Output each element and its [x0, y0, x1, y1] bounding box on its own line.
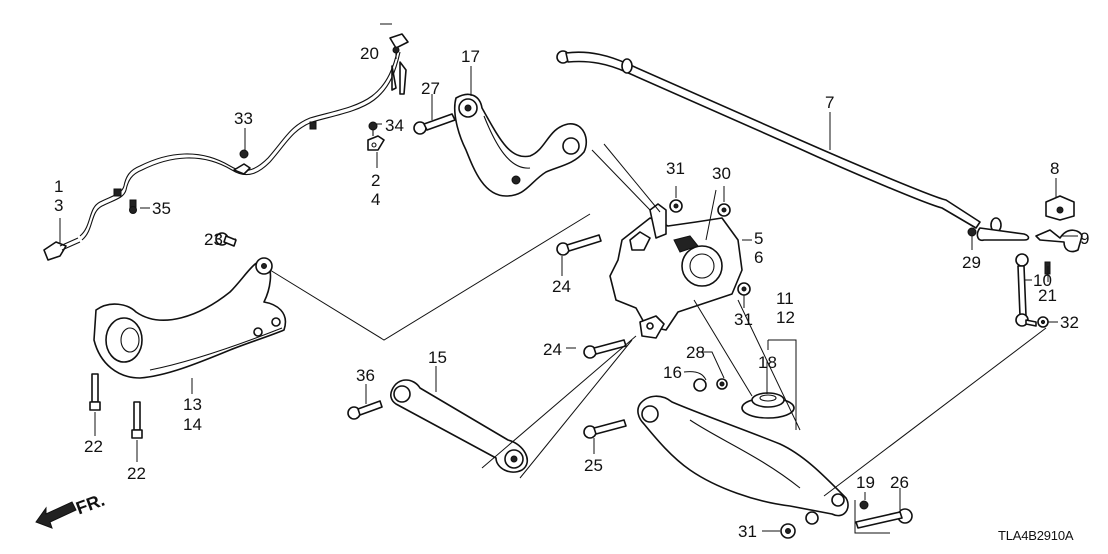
- callout-10[interactable]: 10: [1033, 271, 1052, 290]
- bolt-35[interactable]: [129, 199, 137, 214]
- callout-18[interactable]: 18: [758, 353, 777, 372]
- nut-30[interactable]: [717, 203, 731, 217]
- callout-15[interactable]: 15: [428, 348, 447, 367]
- spring-seat[interactable]: [741, 392, 795, 419]
- nut-19[interactable]: [859, 500, 869, 510]
- callout-22-b[interactable]: 22: [127, 464, 146, 483]
- bolt-24-bottom[interactable]: [583, 339, 627, 359]
- callout-32[interactable]: 32: [1060, 313, 1079, 332]
- washer-16[interactable]: [693, 378, 707, 392]
- callout-24-bottom[interactable]: 24: [543, 340, 562, 359]
- nut-33[interactable]: [239, 149, 249, 159]
- callout-31-top[interactable]: 31: [666, 159, 685, 178]
- stabilizer-holder[interactable]: [1035, 229, 1083, 253]
- stud-22-b[interactable]: [131, 401, 143, 439]
- front-direction-arrow-icon: [35, 501, 77, 529]
- callout-8[interactable]: 8: [1050, 159, 1060, 178]
- bolt-24-top[interactable]: [556, 234, 602, 256]
- bolt-27[interactable]: [413, 113, 456, 135]
- callout-33[interactable]: 33: [234, 109, 253, 128]
- stabilizer-bar[interactable]: [556, 50, 1030, 242]
- callout-25[interactable]: 25: [584, 456, 603, 475]
- callout-16[interactable]: 16: [663, 363, 682, 382]
- washer-32[interactable]: [1037, 316, 1049, 328]
- stud-22-a[interactable]: [89, 373, 101, 411]
- callout-17[interactable]: 17: [461, 47, 480, 66]
- upper-arm[interactable]: [453, 93, 588, 197]
- callout-23[interactable]: 23: [204, 230, 223, 249]
- bolt-34[interactable]: [368, 121, 378, 136]
- callout-36[interactable]: 36: [356, 366, 375, 385]
- callout-3[interactable]: 3: [54, 196, 64, 215]
- stabilizer-bushing[interactable]: [1045, 195, 1075, 221]
- bolt-25[interactable]: [583, 419, 627, 439]
- callout-28[interactable]: 28: [686, 343, 705, 362]
- callout-5[interactable]: 5: [754, 229, 764, 248]
- bolt-23[interactable]: [215, 232, 237, 247]
- callout-6[interactable]: 6: [754, 248, 764, 267]
- callout-13[interactable]: 13: [183, 395, 202, 414]
- callout-2[interactable]: 2: [371, 171, 381, 190]
- callout-27[interactable]: 27: [421, 79, 440, 98]
- rear-lower-arm[interactable]: [637, 395, 849, 525]
- callout-34[interactable]: 34: [385, 116, 404, 135]
- callout-35[interactable]: 35: [152, 199, 171, 218]
- callout-30[interactable]: 30: [712, 164, 731, 183]
- callout-20[interactable]: 20: [360, 44, 379, 63]
- callout-24-top[interactable]: 24: [552, 277, 571, 296]
- nut-31-bottom[interactable]: [780, 523, 796, 539]
- callout-14[interactable]: 14: [183, 415, 202, 434]
- nut-29[interactable]: [967, 227, 977, 237]
- stabilizer-link[interactable]: [1015, 253, 1037, 327]
- callout-1[interactable]: 1: [54, 177, 64, 196]
- nut-28[interactable]: [716, 378, 728, 390]
- rear-control-arm[interactable]: [390, 379, 528, 473]
- nut-31-top[interactable]: [669, 199, 683, 213]
- callout-31-mid[interactable]: 31: [734, 310, 753, 329]
- callout-21[interactable]: 21: [1038, 286, 1057, 305]
- bolt-20[interactable]: [392, 46, 400, 59]
- bolt-36[interactable]: [347, 400, 383, 420]
- trailing-arm[interactable]: [93, 257, 287, 379]
- callout-12[interactable]: 12: [776, 308, 795, 327]
- callout-4[interactable]: 4: [371, 190, 381, 209]
- callout-31-bottom[interactable]: 31: [738, 522, 757, 541]
- callout-22-a[interactable]: 22: [84, 437, 103, 456]
- wheel-speed-sensor[interactable]: [43, 33, 409, 261]
- callout-26[interactable]: 26: [890, 473, 909, 492]
- callout-11[interactable]: 11: [776, 289, 794, 308]
- callout-7[interactable]: 7: [825, 93, 835, 112]
- callout-29[interactable]: 29: [962, 253, 981, 272]
- callout-9[interactable]: 9: [1080, 229, 1090, 248]
- nut-31-mid[interactable]: [737, 282, 751, 296]
- callout-19[interactable]: 19: [856, 473, 875, 492]
- rear-knuckle[interactable]: [609, 203, 743, 339]
- leader-lines: [59, 23, 1078, 534]
- bolt-26[interactable]: [855, 508, 913, 529]
- diagram-reference-code: TLA4B2910A: [998, 528, 1074, 543]
- bracket-2-4[interactable]: [367, 135, 385, 151]
